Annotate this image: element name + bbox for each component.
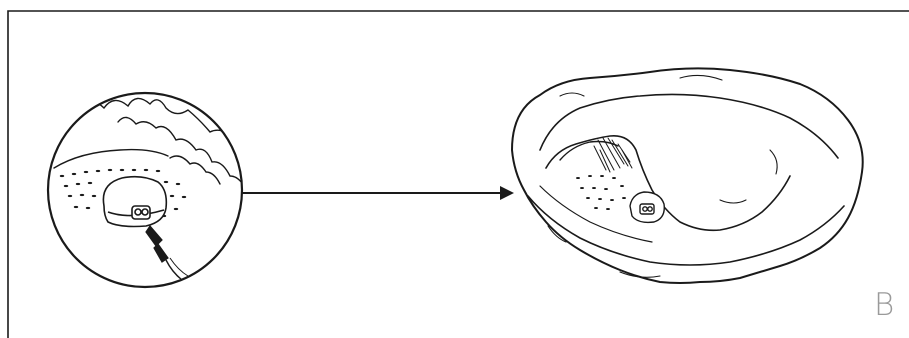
fabric-hatching [594,138,632,172]
fabric-rim [528,196,844,265]
covered-sensor-device [630,192,664,222]
fabric-hood-edge [560,142,618,161]
fabric-cover-outline [512,68,863,283]
covered-device [512,68,863,283]
right-arrow-icon [241,186,514,200]
fabric-hood [546,136,790,231]
panel-label: B [874,290,894,321]
fabric-fold-top [540,94,838,158]
sensor-device [103,177,166,227]
detail-circle [48,93,244,287]
surface-dots [576,175,626,210]
